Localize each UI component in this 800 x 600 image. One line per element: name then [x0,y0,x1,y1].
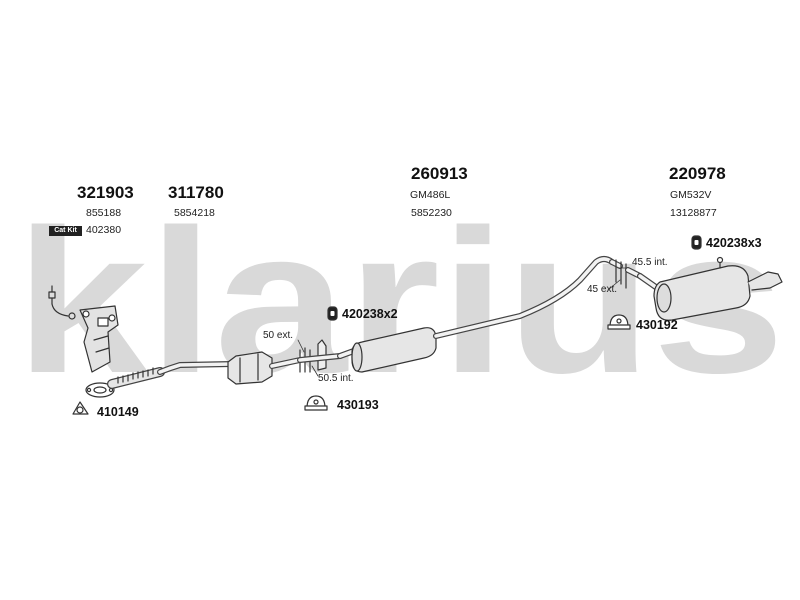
oxygen-sensor [48,285,76,320]
rubber-mount-icon [327,306,338,321]
rear-silencer [637,256,783,321]
measurement-label: 45.5 int. [632,257,668,268]
part-number-321903: 321903 [77,183,134,202]
clamp-icon [304,395,328,411]
part-ref: 5854218 [174,207,215,219]
catalytic-converter-front [79,305,119,373]
front-pipe-flex [107,361,235,389]
cat-kit-number: 402380 [86,224,122,236]
joint-1 [297,339,343,373]
part-number-260913: 260913 [411,164,468,183]
measurement-label: 50 ext. [263,330,294,341]
part-ref: 13128877 [670,207,717,219]
gasket-icon [72,401,89,415]
part-ref: GM532V [670,189,712,201]
cat-kit-badge: Cat Kit [49,226,82,236]
measurement-label: 45 ext. [587,284,618,295]
part-number-311780: 311780 [168,183,224,202]
front-flange [85,382,115,398]
part-ref: GM486L [410,189,451,201]
accessory-410149: 410149 [97,405,139,419]
accessory-420238x3: 420238x3 [706,236,762,250]
accessory-430193: 430193 [337,398,379,412]
clamp-icon [607,314,631,330]
centre-silencer [337,256,623,373]
catalytic-converter-mid [227,351,303,385]
part-ref: 855188 [86,207,122,219]
rubber-mount-icon [691,235,702,250]
measurement-label: 50.5 int. [318,373,354,384]
measurement-leaders [297,267,627,377]
part-ref: 5852230 [411,207,452,219]
part-number-220978: 220978 [669,164,726,183]
accessory-430192: 430192 [636,318,678,332]
accessory-420238x2: 420238x2 [342,307,398,321]
